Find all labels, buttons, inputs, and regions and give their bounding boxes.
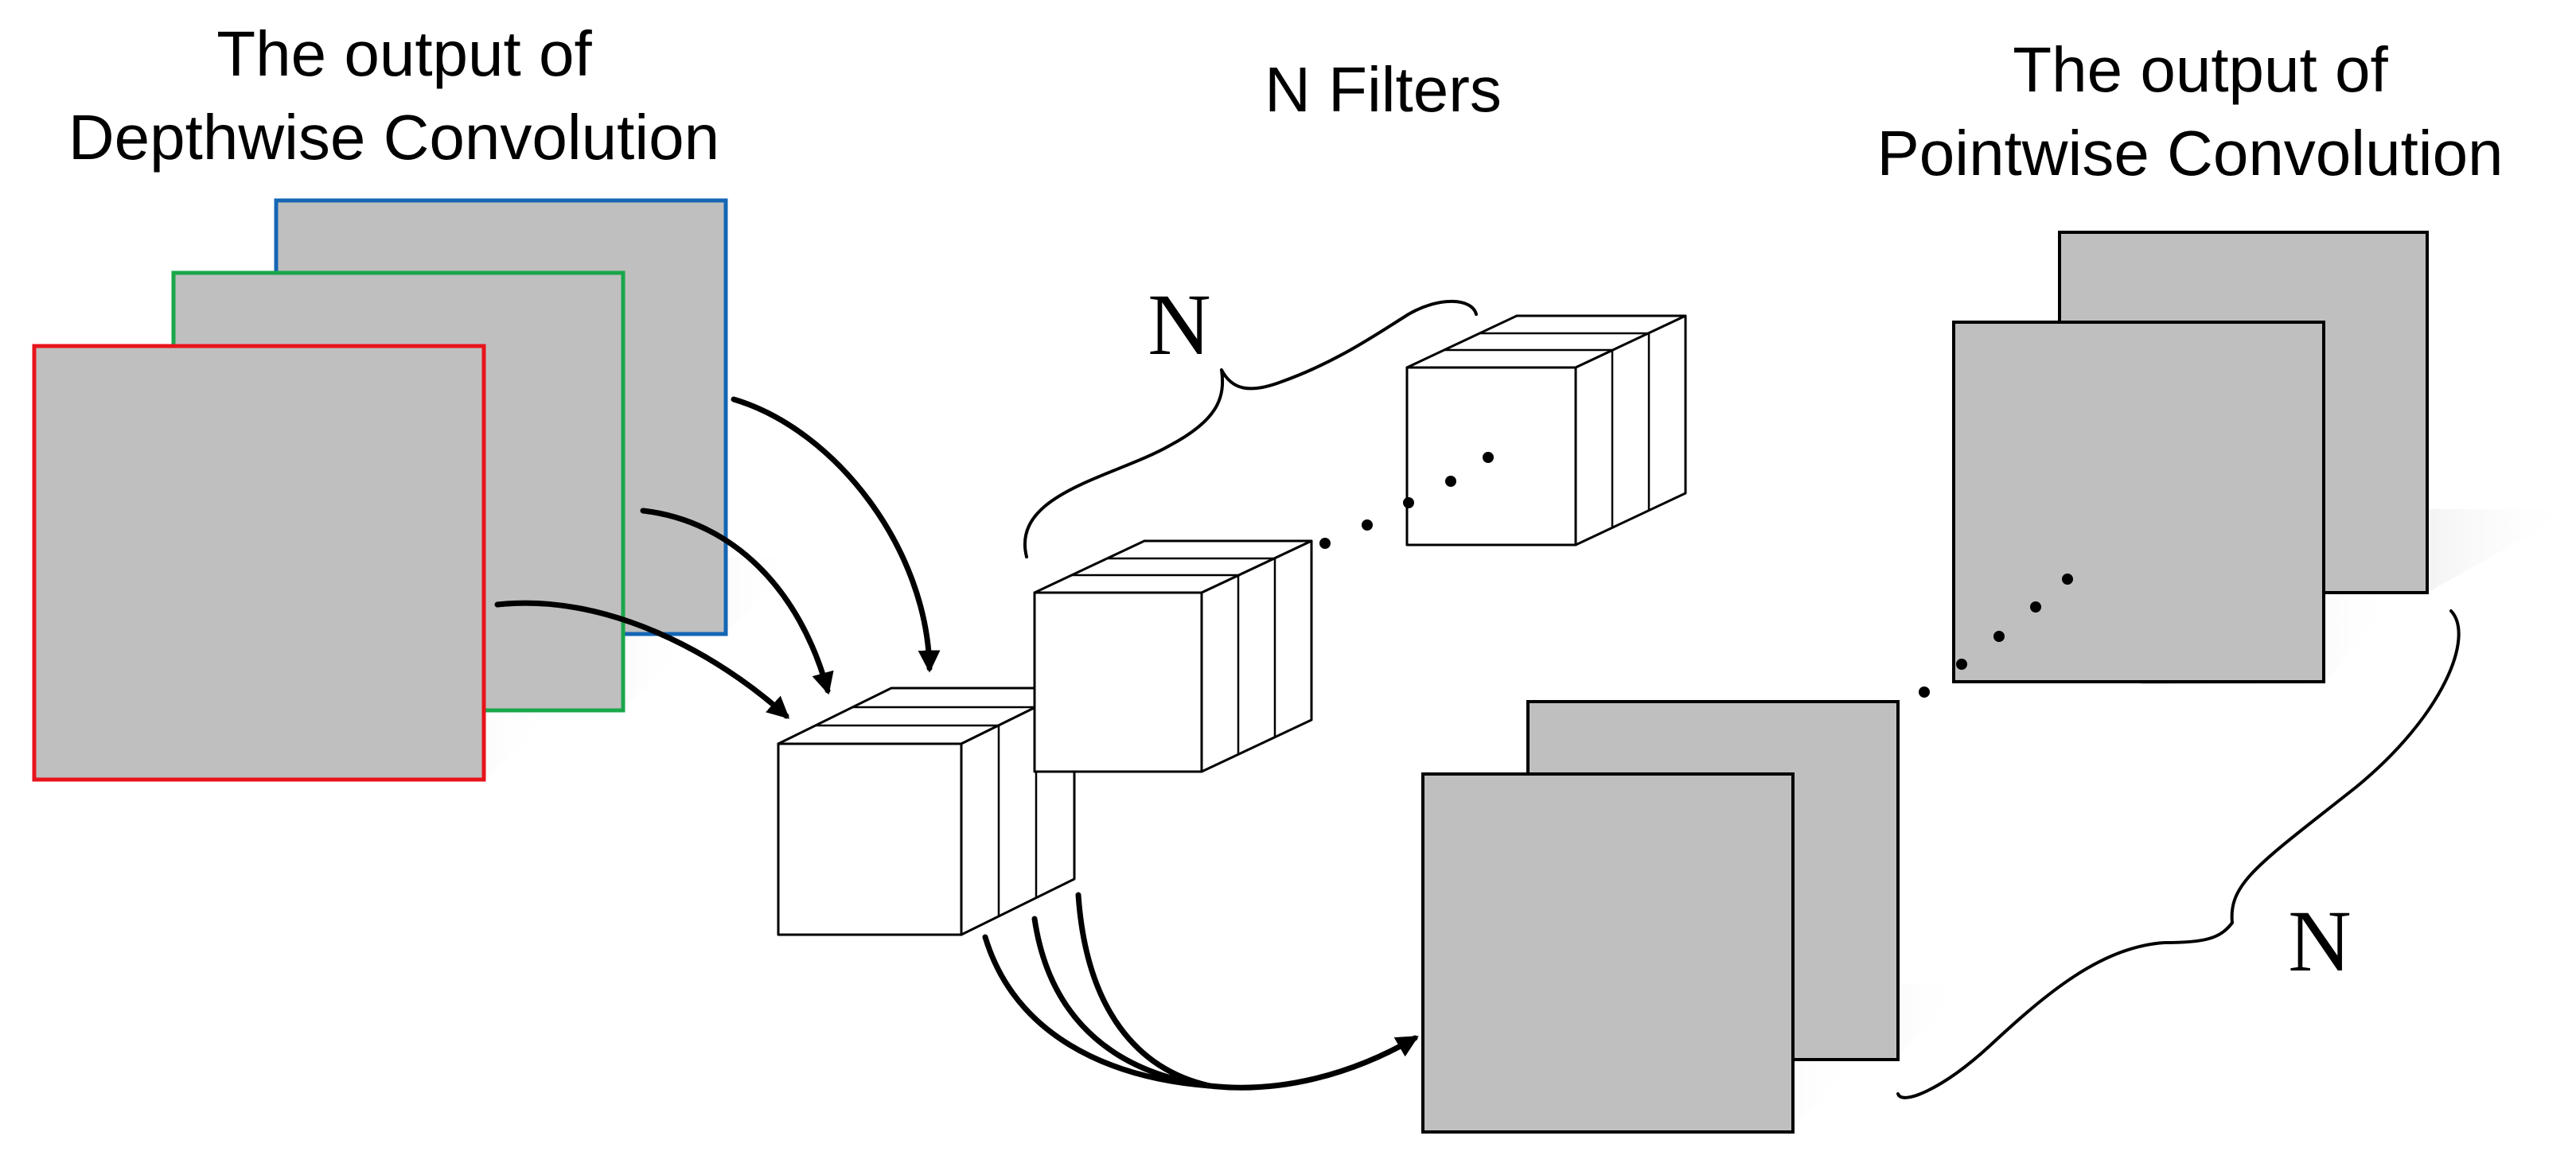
filter-cube-1-front: [777, 742, 963, 936]
output-arrow-main: [1206, 1035, 1419, 1091]
arrow-red-to-filter: [494, 600, 790, 719]
red-channel-map: [32, 344, 486, 782]
filter-cube-2: [1033, 539, 1313, 773]
output-arrow-2: [1031, 916, 1213, 1089]
output-arrow-3: [1075, 892, 1213, 1089]
filter-cube-n: [1405, 314, 1687, 546]
filters-count-label: N: [1148, 276, 1210, 373]
arrow-green-to-filter: [640, 508, 834, 695]
depthwise-title-line1: The output of: [216, 18, 592, 89]
input-arrows: [494, 396, 941, 719]
depthwise-title-line2: Depthwise Convolution: [68, 102, 719, 173]
depthwise-output-stack: [32, 198, 804, 782]
pointwise-title-line1: The output of: [2013, 34, 2388, 105]
dots-icon: [1319, 452, 1494, 549]
dots-icon: [1919, 574, 2073, 698]
filters-brace: [1023, 299, 1478, 558]
pointwise-output-stack-front: [1421, 700, 1966, 1134]
filters-title: N Filters: [1265, 54, 1502, 125]
outputs-brace: [1896, 609, 2461, 1099]
arrow-blue-to-filter: [731, 396, 941, 673]
filter-cube-1: [777, 687, 1076, 936]
pointwise-output-stack-back: [1952, 231, 2576, 684]
pointwise-title-line2: Pointwise Convolution: [1876, 118, 2503, 189]
pointwise-map-n: [1952, 321, 2325, 683]
pointwise-map-1: [1421, 772, 1795, 1134]
output-arrow-1: [982, 934, 1213, 1089]
outputs-count-label: N: [2288, 893, 2351, 990]
filter-cube-2-front: [1033, 591, 1203, 773]
output-arrows: [982, 892, 1419, 1091]
